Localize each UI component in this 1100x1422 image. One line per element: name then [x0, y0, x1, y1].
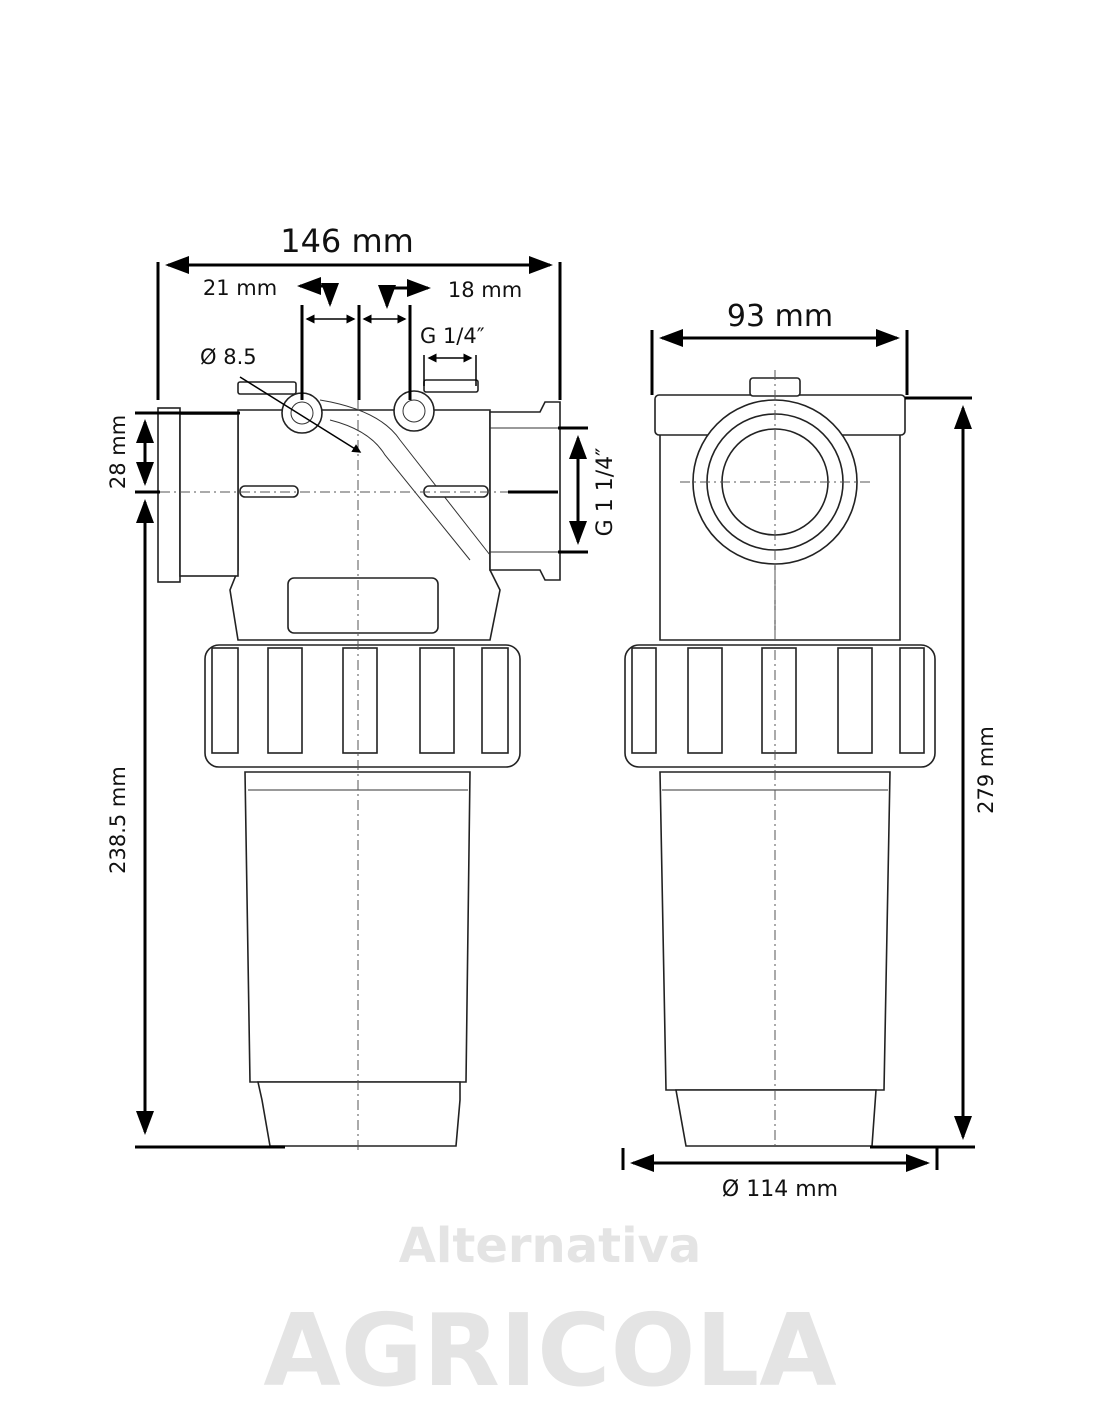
overall-width-label: 146 mm [280, 222, 414, 260]
front-view-filter [157, 379, 561, 1150]
port-thread-label: G 1 1/4″ [593, 448, 618, 537]
watermark-line1: Alternativa [399, 1218, 701, 1274]
total-height-label: 279 mm [974, 726, 998, 814]
right-offset-label: 18 mm [448, 278, 522, 302]
side-view-filter [624, 370, 936, 1150]
top-width-label: 93 mm [727, 299, 833, 334]
bowl-diameter-label: Ø 114 mm [722, 1177, 838, 1202]
watermark: Alternativa AGRICOLA [263, 1218, 836, 1409]
side-dimensions: 93 mm 279 mm Ø 114 mm [621, 299, 998, 1202]
inlet-offset-label: 28 mm [106, 415, 130, 489]
left-offset-label: 21 mm [203, 276, 277, 300]
watermark-line2: AGRICOLA [263, 1292, 836, 1409]
gauge-port-label: G 1/4″ [420, 324, 485, 348]
hole-diameter-label: Ø 8.5 [200, 345, 257, 369]
front-dimensions: 146 mm 21 mm 18 mm G 1/4″ Ø 8.5 28 mm G … [106, 222, 618, 1149]
height-below-axis-label: 238.5 mm [106, 766, 130, 874]
